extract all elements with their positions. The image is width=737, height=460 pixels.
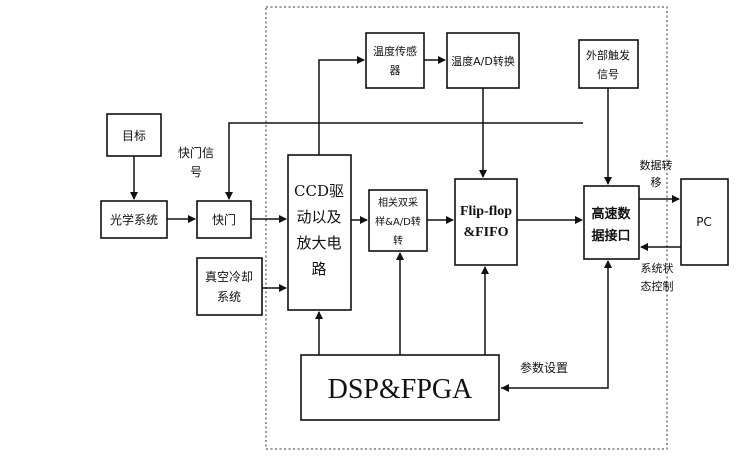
ccd-driver-block: CCD驱 动以及 放大电 路 — [287, 154, 352, 311]
arrowhead-interface-to-dsp — [501, 384, 509, 392]
cds-ad-block: 相关双采 样&A/D转 转 — [368, 189, 428, 252]
temp-sensor-line1: 温度传感 — [373, 44, 417, 58]
vacuum-cooling-line2: 系统 — [217, 290, 241, 304]
target-label: 目标 — [122, 129, 146, 143]
shutter-label: 快门 — [212, 212, 236, 227]
arrow-shutter-signal — [225, 122, 583, 200]
temp-ad-block: 温度A/D转换 — [446, 32, 520, 89]
ccd-driver-line2: 动以及 — [296, 208, 341, 226]
ext-trigger-line1: 外部触发 — [586, 48, 630, 62]
ext-trigger-block: 外部触发 信号 — [578, 39, 639, 89]
cds-ad-line3: 转 — [393, 234, 403, 247]
param-setting-label: 参数设置 — [520, 360, 568, 375]
vacuum-cooling-line1: 真空冷却 — [205, 270, 253, 284]
data-transfer-line2: 移 — [651, 176, 662, 189]
cds-ad-line1: 相关双采 — [378, 196, 418, 209]
pc-block: PC — [680, 178, 729, 266]
dsp-fpga-block: DSP&FPGA — [300, 354, 500, 421]
vacuum-cooling-block: 真空冷却 系统 — [196, 257, 263, 316]
arrow-ccd-to-temp-sensor — [318, 56, 365, 155]
system-boundary — [265, 6, 668, 450]
ext-trigger-line2: 信号 — [597, 68, 619, 81]
temp-ad-label: 温度A/D转换 — [451, 54, 515, 68]
flipflop-line1: Flip-flop — [460, 204, 512, 219]
ccd-driver-line4: 路 — [311, 260, 326, 278]
shutter-signal-line1: 快门信 — [178, 145, 214, 160]
high-speed-if-line1: 高速数 — [591, 206, 631, 222]
data-transfer-label: 数据转 移 — [640, 158, 673, 189]
system-status-line1: 系统状 — [641, 261, 674, 275]
high-speed-interface-block: 高速数 据接口 — [583, 185, 640, 260]
system-status-line2: 态控制 — [641, 279, 674, 293]
shutter-block: 快门 — [196, 200, 252, 239]
shutter-signal-line2: 号 — [190, 165, 202, 179]
system-status-label: 系统状 态控制 — [641, 261, 674, 293]
target-block: 目标 — [106, 113, 162, 157]
pc-label: PC — [696, 215, 712, 229]
shutter-signal-text: 快门信 号 — [178, 145, 214, 179]
optical-system-block: 光学系统 — [100, 200, 168, 239]
cds-ad-line2: 样&A/D转 — [375, 215, 421, 228]
dsp-fpga-label: DSP&FPGA — [328, 374, 474, 405]
temp-sensor-block: 温度传感 器 — [365, 32, 425, 89]
optical-system-label: 光学系统 — [110, 212, 158, 227]
flipflop-line2: &FIFO — [463, 225, 508, 240]
ccd-driver-line1: CCD驱 — [294, 182, 344, 200]
flipflop-fifo-block: Flip-flop &FIFO — [454, 178, 518, 266]
ccd-driver-line3: 放大电 — [296, 234, 341, 252]
high-speed-if-line2: 据接口 — [591, 228, 630, 244]
arrow-dsp-to-interface — [501, 260, 612, 389]
data-transfer-line1: 数据转 — [640, 158, 673, 172]
temp-sensor-line2: 器 — [390, 64, 401, 77]
